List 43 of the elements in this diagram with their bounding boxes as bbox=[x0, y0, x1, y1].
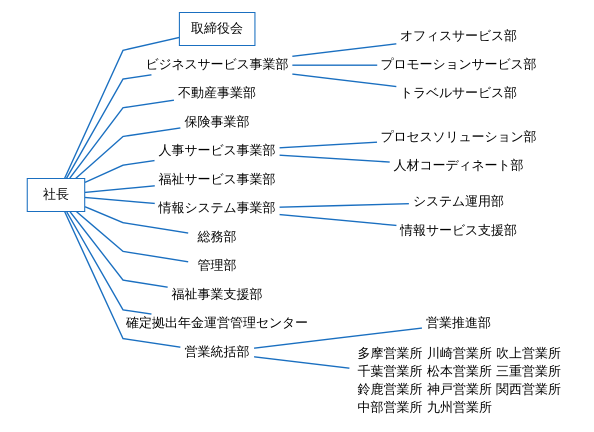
node-text: プロモーションサービス部 bbox=[380, 57, 536, 72]
node-text: 福祉事業支援部 bbox=[171, 287, 262, 302]
node-text: 情報システム事業部 bbox=[158, 201, 276, 216]
connector bbox=[84, 206, 188, 234]
connector bbox=[279, 214, 396, 226]
node-text: 多摩営業所 川崎営業所 吹上営業所 千葉営業所 松本営業所 三重営業所 鈴鹿営業所 神戸営業所 関西営業所 中部営業所 九州営業所 bbox=[357, 346, 560, 416]
connector bbox=[279, 154, 390, 163]
node-box: 取締役会 bbox=[178, 12, 255, 46]
connector bbox=[69, 211, 168, 288]
connector bbox=[68, 100, 174, 179]
connector bbox=[64, 211, 180, 348]
node-text: 福祉サービス事業部 bbox=[158, 172, 276, 188]
node-text: ビジネスサービス事業部 bbox=[145, 57, 288, 72]
node-text: 総務部 bbox=[197, 230, 236, 245]
connector bbox=[279, 203, 408, 208]
node-text: 営業推進部 bbox=[426, 316, 491, 332]
node-text: トラベルサービス部 bbox=[400, 86, 517, 102]
connector bbox=[74, 127, 180, 179]
connector bbox=[253, 356, 349, 369]
connector bbox=[76, 211, 188, 262]
node-text: 人材コーディネート部 bbox=[393, 158, 524, 174]
node-text: プロセスソリューション部 bbox=[380, 130, 536, 145]
connector bbox=[292, 73, 396, 88]
connector bbox=[84, 160, 154, 183]
connector bbox=[65, 74, 152, 179]
node-text: オフィスサービス部 bbox=[400, 28, 517, 44]
connector bbox=[253, 327, 422, 349]
node-text: システム運用部 bbox=[412, 194, 504, 210]
node-text: 保険事業部 bbox=[184, 114, 250, 130]
connector bbox=[63, 36, 179, 179]
node-text: 確定拠出年金運営管理センター bbox=[126, 316, 308, 332]
connector bbox=[84, 185, 154, 194]
node-text: 管理部 bbox=[197, 258, 236, 274]
node-text: 人事サービス事業部 bbox=[158, 144, 276, 159]
node-text: 営業統括部 bbox=[184, 344, 250, 360]
connector bbox=[84, 196, 154, 204]
connector bbox=[292, 43, 396, 57]
node-text: 情報サービス支援部 bbox=[400, 223, 517, 238]
node-text: 不動産事業部 bbox=[178, 86, 256, 102]
node-box: 社長 bbox=[26, 178, 85, 212]
connector bbox=[292, 64, 377, 66]
connector bbox=[279, 142, 377, 149]
connector bbox=[66, 212, 152, 315]
